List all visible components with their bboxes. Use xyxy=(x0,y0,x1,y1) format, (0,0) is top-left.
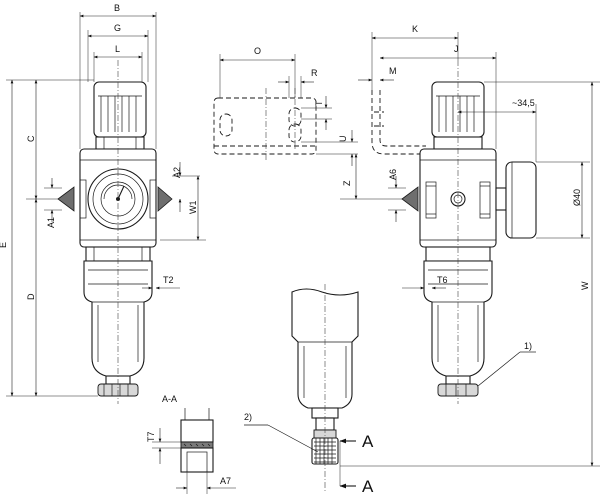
bowl-detail-view: A A 2) xyxy=(244,284,374,496)
dim-label-T6: T6 xyxy=(437,275,448,285)
front-view xyxy=(57,60,173,404)
dim-label-C: C xyxy=(26,135,36,142)
bracket-dimensions: O R T U Z xyxy=(219,46,418,200)
dim-label-E: E xyxy=(0,242,8,248)
mounting-bracket-view xyxy=(213,88,317,160)
dim-label-T2: T2 xyxy=(163,275,174,285)
note-2-label: 2) xyxy=(244,412,252,422)
note-1-label: 1) xyxy=(524,341,532,351)
dim-label-A2: A2 xyxy=(172,167,182,178)
section-marker-A-lower: A xyxy=(362,477,374,496)
section-marker-A-upper: A xyxy=(362,432,374,451)
dim-label-K: K xyxy=(412,24,418,34)
side-view-dimensions: K J M ~34,5 Ø40 W A6 T6 1) xyxy=(340,24,600,467)
dim-label-M: M xyxy=(389,66,397,76)
section-title: A-A xyxy=(162,394,177,404)
dim-label-T: T xyxy=(314,100,324,106)
dim-label-A6: A6 xyxy=(388,169,398,180)
dim-label-D: D xyxy=(26,293,36,300)
dim-label-O: O xyxy=(254,46,261,56)
dim-label-R: R xyxy=(311,68,318,78)
dim-label-U: U xyxy=(338,136,348,143)
side-view xyxy=(371,60,537,404)
dim-label-dia40: Ø40 xyxy=(572,189,582,206)
dim-label-34-5: ~34,5 xyxy=(512,98,535,108)
front-view-dimensions: B G L E C D A1 A2 W1 xyxy=(0,3,206,397)
dim-label-A7: A7 xyxy=(220,476,231,486)
dim-label-Z: Z xyxy=(342,180,352,186)
dim-label-T7: T7 xyxy=(146,431,156,442)
dim-label-A1: A1 xyxy=(46,217,56,228)
dim-label-W1: W1 xyxy=(188,201,198,215)
section-AA-dimensions: T7 A7 xyxy=(146,428,236,494)
section-AA-view: A-A xyxy=(162,394,214,473)
dim-label-J: J xyxy=(454,44,459,54)
dim-label-B: B xyxy=(114,3,120,13)
dim-label-G: G xyxy=(114,23,121,33)
dim-label-W: W xyxy=(580,281,590,290)
dim-label-L: L xyxy=(115,44,120,54)
